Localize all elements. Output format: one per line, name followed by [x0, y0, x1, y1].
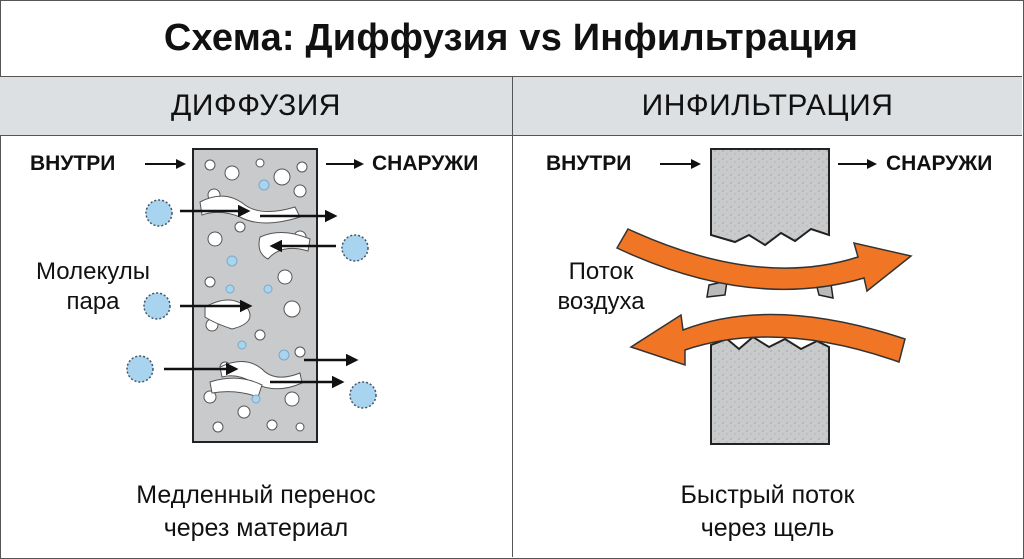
infiltration-caption: Быстрый поток через щель — [513, 479, 1022, 545]
infiltration-header: ИНФИЛЬТРАЦИЯ — [513, 77, 1022, 136]
diffusion-header: ДИФФУЗИЯ — [0, 77, 512, 136]
diffusion-caption: Медленный перенос через материал — [0, 479, 512, 545]
infiltration-caption-line1: Быстрый поток — [680, 481, 855, 509]
infiltration-inside-label: ВНУТРИ — [546, 152, 632, 175]
air-flow-label-line1: Поток — [568, 258, 634, 285]
transport-arrows — [164, 204, 359, 389]
air-flow-label: Поток воздуха — [531, 257, 671, 317]
diffusion-panel: ДИФФУЗИЯ — [0, 77, 513, 557]
diffusion-outside-label: СНАРУЖИ — [372, 152, 479, 175]
lower-wall — [710, 335, 830, 445]
infiltration-caption-line2: через щель — [700, 514, 835, 542]
molecules-label-line2: пара — [66, 288, 120, 315]
air-flow-arrow-in — [629, 313, 906, 367]
molecules-label: Молекулы пара — [18, 257, 168, 317]
vapor-molecules — [126, 199, 377, 409]
infiltration-panel: ИНФИЛЬТРАЦИЯ ВНУТРИ СНАРУЖИ Поток воз — [513, 77, 1022, 557]
infiltration-outside-label: СНАРУЖИ — [886, 152, 993, 175]
upper-wall — [710, 148, 830, 247]
infiltration-illustration — [615, 148, 913, 445]
diffusion-caption-line2: через материал — [163, 514, 349, 542]
air-flow-label-line2: воздуха — [557, 288, 645, 315]
wall-molecules — [225, 179, 290, 404]
diffusion-illustration — [126, 148, 377, 443]
diagram-title: Схема: Диффузия vs Инфильтрация — [0, 0, 1022, 77]
air-flow-arrow-out — [615, 228, 913, 293]
diffusion-caption-line1: Медленный перенос — [136, 481, 376, 509]
diffusion-inside-label: ВНУТРИ — [30, 152, 116, 175]
molecules-label-line1: Молекулы — [36, 258, 150, 285]
